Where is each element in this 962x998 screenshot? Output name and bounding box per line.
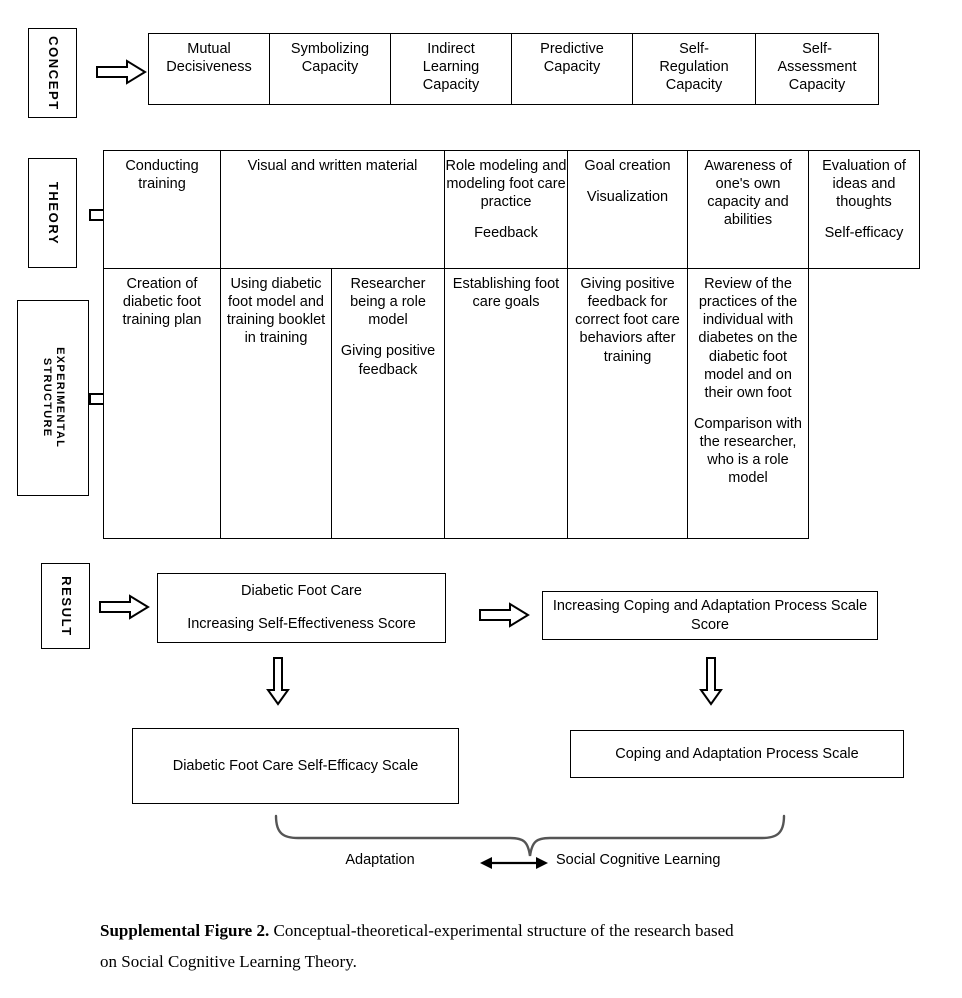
concept-cell-1-line-0: Symbolizing bbox=[290, 41, 370, 57]
scale-box-right-line-0: Coping and Adaptation Process Scale bbox=[615, 745, 859, 762]
theory-cell-1: Visual and written material bbox=[220, 150, 445, 269]
figure-caption-line1: Conceptual-theoretical-experimental stru… bbox=[269, 921, 734, 940]
brace-label-left: Adaptation bbox=[345, 852, 415, 868]
concept-cell-0: Mutual Decisiveness bbox=[148, 33, 270, 105]
concept-cell-0-line-1: Decisiveness bbox=[166, 59, 252, 76]
experimental-cell-1: Using diabetic foot model and training b… bbox=[220, 268, 332, 539]
concept-cell-4-line-2: Capacity bbox=[665, 77, 723, 94]
scale-box-left: Diabetic Foot Care Self-Efficacy Scale bbox=[132, 728, 459, 804]
concept-cell-4-line-1: Regulation bbox=[659, 59, 729, 76]
result-box-right-line-0: Increasing Coping and Adaptation Process… bbox=[552, 597, 868, 633]
double-arrow-icon bbox=[480, 857, 548, 869]
experimental-cell-2: Researcher being a role model Giving pos… bbox=[331, 268, 445, 539]
brace-connector bbox=[274, 814, 786, 857]
concept-cell-4: Self- Regulation Capacity bbox=[632, 33, 756, 105]
arrow-result-right bbox=[99, 594, 150, 620]
theory-cell-4: Awareness of one's own capacity and abil… bbox=[687, 150, 809, 269]
theory-cell-1-para-0: Visual and written material bbox=[247, 158, 418, 174]
experimental-cell-2-para-0: Researcher being a role model bbox=[350, 276, 426, 329]
result-box-right: Increasing Coping and Adaptation Process… bbox=[542, 591, 878, 640]
arrow-down-right bbox=[699, 657, 723, 706]
experimental-cell-1-para-0: Using diabetic foot model and training b… bbox=[226, 276, 326, 347]
scale-box-right: Coping and Adaptation Process Scale bbox=[570, 730, 904, 778]
experimental-cell-5-para-0: Review of the practices of the individua… bbox=[698, 276, 798, 401]
concept-cell-1-line-1: Capacity bbox=[301, 59, 359, 76]
theory-cell-2: Role modeling and modeling foot care pra… bbox=[444, 150, 568, 269]
arrow-result-middle-right bbox=[479, 602, 530, 628]
concept-cell-1: Symbolizing Capacity bbox=[269, 33, 391, 105]
experimental-cell-0: Creation of diabetic foot training plan bbox=[103, 268, 221, 539]
concept-cell-0-line-0: Mutual bbox=[187, 41, 231, 57]
experimental-cell-4: Giving positive feedback for correct foo… bbox=[567, 268, 688, 539]
theory-cell-0: Conducting training bbox=[103, 150, 221, 269]
experimental-cell-2-para-1: Giving positive feedback bbox=[340, 343, 436, 378]
figure-caption: Supplemental Figure 2. Conceptual-theore… bbox=[100, 915, 930, 978]
concept-cell-3-line-1: Capacity bbox=[543, 59, 601, 76]
theory-cell-0-para-0: Conducting training bbox=[125, 158, 199, 193]
theory-cell-5-para-0: Evaluation of ideas and thoughts bbox=[822, 158, 906, 211]
experimental-cell-5-para-1: Comparison with the researcher, who is a… bbox=[694, 415, 802, 487]
stage-label-theory: THEORY bbox=[28, 158, 77, 268]
experimental-cell-4-para-0: Giving positive feedback for correct foo… bbox=[575, 276, 680, 365]
concept-cell-5: Self- Assessment Capacity bbox=[755, 33, 879, 105]
concept-cell-2-line-0: Indirect bbox=[427, 41, 475, 57]
theory-cell-3: Goal creation Visualization bbox=[567, 150, 688, 269]
result-box-left-line-0: Diabetic Foot Care bbox=[241, 583, 362, 600]
result-box-left-line-1: Increasing Self-Effectiveness Score bbox=[187, 616, 416, 632]
result-box-left: Diabetic Foot Care Increasing Self-Effec… bbox=[157, 573, 446, 643]
concept-cell-4-line-0: Self- bbox=[679, 41, 709, 57]
concept-cell-5-line-0: Self- bbox=[802, 41, 832, 57]
stage-label-concept: CONCEPT bbox=[28, 28, 77, 118]
theory-cell-3-para-0: Goal creation bbox=[584, 158, 671, 174]
concept-cell-2-line-2: Capacity bbox=[422, 77, 480, 94]
figure-caption-line2: on Social Cognitive Learning Theory. bbox=[100, 952, 357, 972]
theory-cell-4-para-0: Awareness of one's own capacity and abil… bbox=[704, 158, 792, 229]
experimental-cell-5: Review of the practices of the individua… bbox=[687, 268, 809, 539]
theory-cell-2-para-1: Feedback bbox=[474, 225, 538, 242]
stage-label-theory-text: THEORY bbox=[45, 181, 61, 245]
stage-label-result-text: RESULT bbox=[58, 575, 74, 637]
concept-cell-2: Indirect Learning Capacity bbox=[390, 33, 512, 105]
experimental-cell-3: Establishing foot care goals bbox=[444, 268, 568, 539]
theory-cell-5: Evaluation of ideas and thoughts Self-ef… bbox=[808, 150, 920, 269]
experimental-cell-0-para-0: Creation of diabetic foot training plan bbox=[122, 276, 202, 329]
experimental-cell-3-para-0: Establishing foot care goals bbox=[452, 276, 560, 311]
arrow-concept-right bbox=[96, 59, 147, 85]
stage-label-result: RESULT bbox=[41, 563, 90, 649]
concept-cell-2-line-1: Learning bbox=[422, 59, 480, 76]
concept-cell-3-line-0: Predictive bbox=[540, 41, 604, 57]
brace-label-right: Social Cognitive Learning bbox=[556, 852, 721, 868]
concept-cell-5-line-1: Assessment bbox=[777, 59, 857, 76]
theory-cell-2-para-0: Role modeling and modeling foot care pra… bbox=[445, 158, 567, 211]
concept-cell-5-line-2: Capacity bbox=[788, 77, 846, 94]
scale-box-left-line-0: Diabetic Foot Care Self-Efficacy Scale bbox=[172, 757, 419, 774]
stage-label-concept-text: CONCEPT bbox=[45, 35, 61, 111]
figure-caption-label: Supplemental Figure 2. bbox=[100, 921, 270, 940]
theory-cell-5-para-1: Self-efficacy bbox=[824, 225, 904, 242]
theory-cell-3-para-1: Visualization bbox=[586, 189, 669, 206]
arrow-down-left bbox=[266, 657, 290, 706]
concept-cell-3: Predictive Capacity bbox=[511, 33, 633, 105]
